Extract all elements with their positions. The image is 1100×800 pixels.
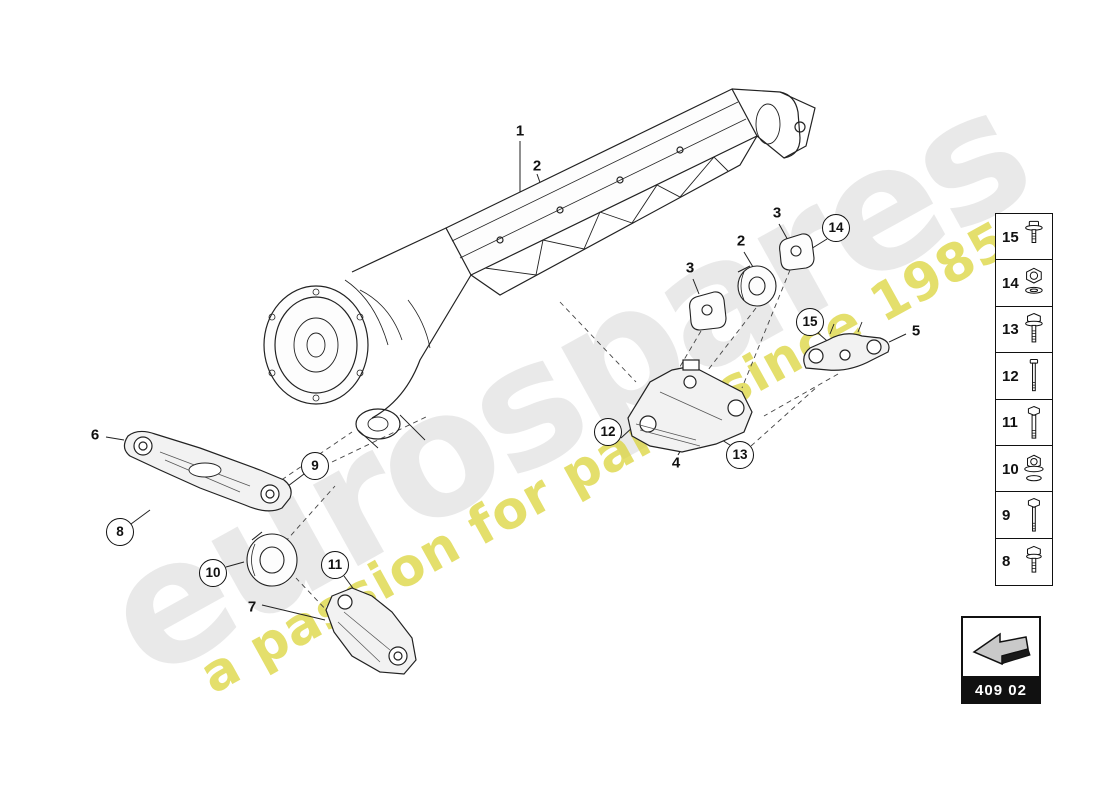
short-bolt-icon — [1026, 545, 1042, 573]
callout-2-part[interactable]: 2 — [736, 232, 746, 250]
callout-14[interactable]: 14 — [822, 214, 850, 242]
callout-12[interactable]: 12 — [594, 418, 622, 446]
gasket-plates — [689, 233, 815, 331]
callout-5[interactable]: 5 — [911, 322, 921, 340]
callout-15[interactable]: 15 — [796, 308, 824, 336]
long-bolt-icon — [1028, 498, 1041, 532]
callout-9[interactable]: 9 — [301, 452, 329, 480]
callout-2-upper[interactable]: 2 — [532, 157, 542, 175]
callout-6[interactable]: 6 — [90, 426, 100, 444]
differential-housing — [263, 227, 472, 449]
legend-number: 11 — [1002, 414, 1018, 432]
stud-bolt-icon — [1029, 359, 1039, 392]
nut-washer-icon — [1025, 268, 1043, 295]
legend-number: 15 — [1002, 228, 1019, 246]
callout-3-part[interactable]: 3 — [685, 259, 695, 277]
legend-number: 10 — [1002, 460, 1019, 478]
legend-number: 14 — [1002, 274, 1019, 292]
long-bolt-icon — [1028, 405, 1041, 439]
small-bushing — [737, 265, 777, 307]
legend-item-15[interactable]: 15 — [995, 213, 1053, 261]
part-code-panel: 409 02 — [961, 616, 1041, 704]
callout-8[interactable]: 8 — [106, 518, 134, 546]
centre-support-bracket — [627, 359, 753, 453]
legend-item-8[interactable]: 8 — [995, 537, 1053, 586]
hex-flange-bolt-icon — [1025, 312, 1043, 343]
legend-item-14[interactable]: 14 — [995, 259, 1053, 308]
fastener-legend: 15 14 13 — [995, 213, 1053, 586]
callout-13[interactable]: 13 — [726, 441, 754, 469]
legend-item-9[interactable]: 9 — [995, 491, 1053, 540]
legend-number: 12 — [1002, 367, 1019, 385]
assembly-dashed-lines — [251, 269, 839, 615]
driveshaft-assembly — [445, 88, 816, 296]
legend-number: 8 — [1002, 553, 1011, 571]
callout-7[interactable]: 7 — [247, 598, 257, 616]
part-code: 409 02 — [961, 678, 1041, 704]
callout-4[interactable]: 4 — [671, 454, 681, 472]
lower-bracket — [325, 587, 417, 675]
callout-10[interactable]: 10 — [199, 559, 227, 587]
flange-nut-icon — [1024, 454, 1044, 482]
legend-number: 13 — [1002, 321, 1019, 339]
direction-arrow-icon — [961, 616, 1041, 678]
legend-item-13[interactable]: 13 — [995, 305, 1053, 354]
legend-item-12[interactable]: 12 — [995, 352, 1053, 401]
legend-number: 9 — [1002, 506, 1011, 524]
legend-item-10[interactable]: 10 — [995, 445, 1053, 494]
flange-bolt-icon — [1025, 220, 1043, 244]
callout-1[interactable]: 1 — [515, 122, 525, 140]
callout-3-upper[interactable]: 3 — [772, 204, 782, 222]
rubber-bushing — [246, 531, 298, 587]
long-support-bracket — [123, 430, 292, 512]
side-bracket — [803, 321, 890, 371]
callout-11[interactable]: 11 — [321, 551, 349, 579]
legend-item-11[interactable]: 11 — [995, 398, 1053, 447]
